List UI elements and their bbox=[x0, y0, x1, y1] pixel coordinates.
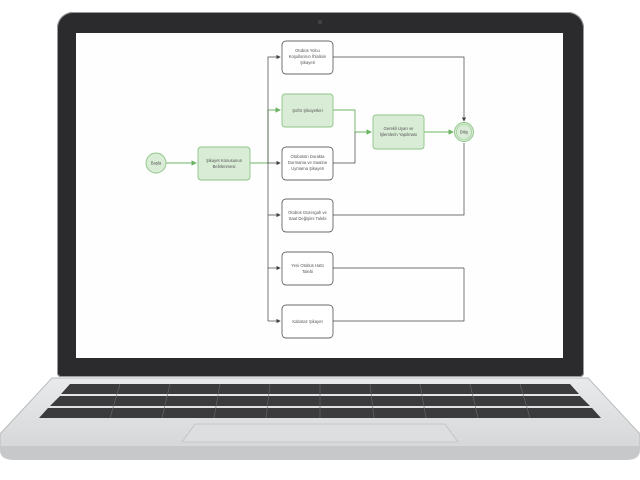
node-start-label: Başla bbox=[151, 161, 162, 166]
edge-route-end bbox=[333, 56, 467, 122]
node-new-line[interactable]: Yeni Otobüs Hattı Talebi bbox=[281, 251, 334, 286]
node-card[interactable]: Kabotaz Şikayet bbox=[281, 304, 334, 339]
edge-driver-notify bbox=[333, 109, 372, 135]
node-stop-label-2: Durmama ve Saatine bbox=[288, 160, 328, 165]
node-route-label-2: Koşullarının İhlalinin bbox=[289, 54, 327, 59]
edge-intake-line-change bbox=[267, 163, 280, 321]
node-new-line-label-2: Talebi bbox=[302, 269, 313, 274]
node-end[interactable]: Bitiş bbox=[454, 122, 474, 142]
edge-others-end bbox=[333, 143, 465, 322]
node-start[interactable]: Başla bbox=[145, 152, 167, 174]
node-intake-label-1: Şikayet Konusunun bbox=[206, 158, 243, 163]
node-notify-label-2: İşlemlerin Yapılması bbox=[380, 132, 417, 137]
flowchart: Başla Şikayet Konusunun Belirlenmesi Oto… bbox=[145, 40, 474, 339]
node-stop-label-1: Otobüsün Durakta bbox=[291, 154, 326, 159]
node-stop[interactable]: Otobüsün Durakta Durmama ve Saatine Uyma… bbox=[281, 146, 334, 181]
node-line-change-label-2: Saat Değişimi Talebi bbox=[289, 216, 327, 221]
node-card-label: Kabotaz Şikayet bbox=[292, 319, 323, 324]
node-route[interactable]: Otobüs Yolcu Koşullarının İhlalinin Şika… bbox=[281, 40, 334, 75]
idle-edges bbox=[267, 54, 467, 324]
key-gaps bbox=[109, 383, 531, 419]
node-intake[interactable]: Şikayet Konusunun Belirlenmesi bbox=[197, 146, 251, 181]
node-stop-label-3: Uymama Şikayeti bbox=[291, 166, 324, 171]
node-end-label: Bitiş bbox=[460, 130, 468, 135]
node-line-change[interactable]: Otobüs Güzergah ve Saat Değişimi Talebi bbox=[281, 198, 334, 233]
node-notify-label-1: Gerekli Uyarı ve bbox=[383, 126, 414, 131]
edge-stop-notify bbox=[333, 132, 356, 164]
trackpad[interactable] bbox=[181, 423, 459, 443]
laptop-screen: Başla Şikayet Konusunun Belirlenmesi Oto… bbox=[76, 33, 563, 358]
node-route-label-3: Şikayeti bbox=[300, 60, 315, 65]
node-notify[interactable]: Gerekli Uyarı ve İşlemlerin Yapılması bbox=[372, 114, 425, 150]
camera-icon bbox=[318, 20, 322, 24]
edge-intake-route bbox=[267, 54, 281, 163]
node-new-line-label-1: Yeni Otobüs Hattı bbox=[291, 263, 324, 268]
node-driver[interactable]: Şoför Şikayetleri bbox=[281, 93, 334, 128]
edge-intake-driver bbox=[250, 107, 281, 164]
laptop-base bbox=[0, 377, 640, 460]
node-route-label-1: Otobüs Yolcu bbox=[295, 48, 320, 53]
node-line-change-label-1: Otobüs Güzergah ve bbox=[288, 210, 327, 215]
node-driver-label: Şoför Şikayetleri bbox=[292, 108, 323, 113]
node-intake-label-2: Belirlenmesi bbox=[213, 164, 236, 169]
